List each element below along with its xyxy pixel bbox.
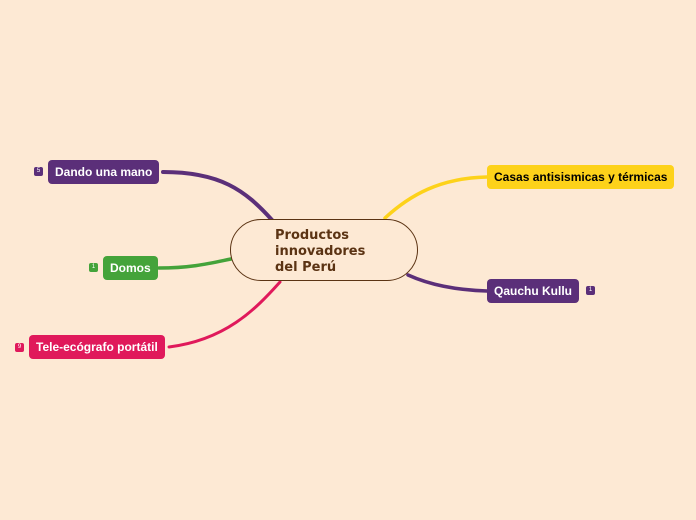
central-topic-line-1: Productos [275,228,350,243]
child-count-badge-domos[interactable]: 1 [89,263,98,272]
central-topic-node[interactable]: Productos innovadores del Perú [230,219,418,281]
central-topic-line-2: innovadores [275,244,366,259]
child-count-badge-qauchu-kullu[interactable]: 1 [586,286,595,295]
topic-node-tele-ecografo-portatil[interactable]: Tele-ecógrafo portátil [29,335,165,359]
connector-domos [157,256,238,270]
central-topic-line-3: del Perú [275,260,337,275]
connector-qauchu-kullu [406,273,489,293]
topic-node-dando-una-mano[interactable]: Dando una mano [48,160,160,184]
child-count-badge-dando[interactable]: 5 [34,167,43,176]
connector-tele-ecografo [167,280,282,349]
connector-dando-una-mano [161,170,274,222]
topic-node-qauchu-kullu[interactable]: Qauchu Kullu [487,279,579,303]
child-count-badge-tele-ecografo[interactable]: 9 [15,343,24,352]
topic-node-casas-antisismicas[interactable]: Casas antisismicas y térmicas [487,165,675,189]
connector-casas-antisismicas [383,175,489,220]
topic-node-domos[interactable]: Domos [103,256,158,280]
